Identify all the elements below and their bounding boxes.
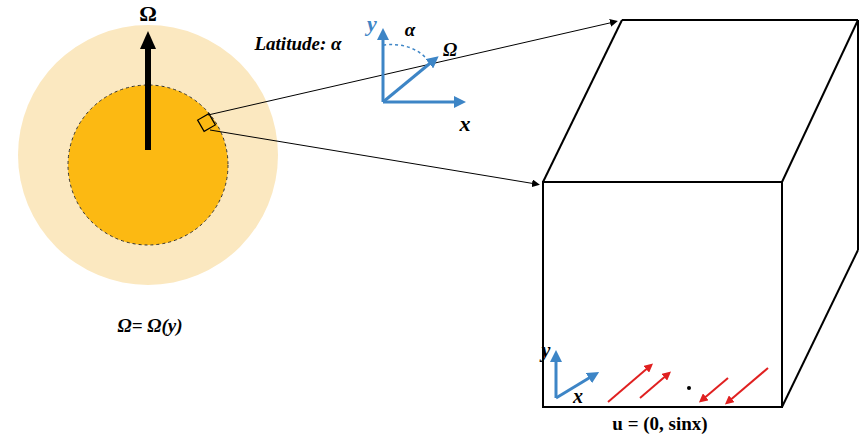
- angle-label: α: [405, 20, 416, 41]
- outer-shell: [18, 25, 278, 285]
- axis-label: y: [367, 12, 377, 36]
- latitude-label: Latitude: α: [254, 34, 341, 55]
- flow-arrows: [608, 366, 768, 402]
- angle-arc: [383, 45, 426, 58]
- rotation-symbol: Ω: [139, 2, 157, 26]
- rotation-profile: Ω= Ω(y): [117, 316, 182, 337]
- omega-vector: [383, 60, 434, 102]
- rotation-axis-arrow: [145, 40, 151, 150]
- axis-label: x: [573, 385, 583, 407]
- omega-label: Ω: [443, 40, 457, 61]
- axis-label: x: [460, 112, 471, 136]
- box-y-axis: [555, 356, 558, 398]
- box: [543, 20, 858, 407]
- x-axis: [383, 101, 460, 104]
- flow-null-point: [687, 386, 691, 390]
- velocity-label: u = (0, sinx): [612, 414, 707, 435]
- axis-label: y: [542, 339, 551, 361]
- zoom-line: [210, 130, 536, 184]
- local-patch: [198, 114, 216, 132]
